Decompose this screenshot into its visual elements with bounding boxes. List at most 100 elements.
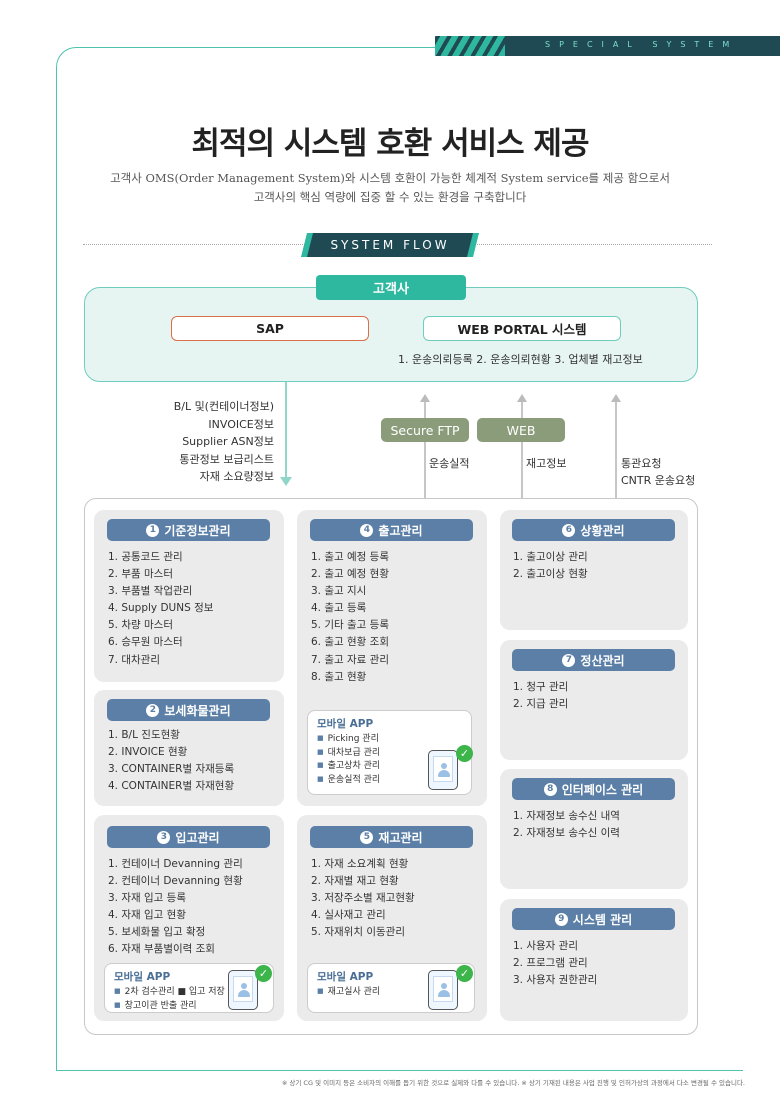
- mobile-app-item: 재고실사 관리: [317, 986, 381, 1000]
- panel-head-bonded-cargo: 2 보세화물관리: [107, 699, 270, 721]
- list-item: 1. 자재정보 송수신 내역: [513, 810, 620, 822]
- list-item: 6. 출고 현황 조회: [311, 636, 389, 649]
- number-badge: 6: [562, 523, 576, 537]
- shipping-result-label: 운송실적: [429, 457, 470, 470]
- inbound-info-item: INVOICE정보: [208, 417, 274, 431]
- panel-title: 정산관리: [580, 653, 625, 668]
- list-item: 1. 공통코드 관리: [108, 551, 183, 563]
- mobile-app-list: 재고실사 관리: [317, 986, 381, 1000]
- customs-request-line-1: 통관요청: [621, 457, 662, 470]
- list-item: 2. INVOICE 현황: [108, 746, 188, 759]
- portal-description: 1. 운송의뢰등록 2. 운송의뢰현황 3. 업체별 재고정보: [398, 353, 643, 366]
- inbound-info-list: B/L 및(컨테이너정보) INVOICE정보 Supplier ASN정보 통…: [140, 398, 274, 486]
- list-item: 2. 부품 마스터: [108, 568, 173, 581]
- divider-right: [472, 244, 712, 245]
- inbound-info-item: B/L 및(컨테이너정보): [173, 400, 274, 413]
- list-item: 1. 자재 소요계획 현황: [311, 858, 409, 870]
- list-item: 1. 출고이상 관리: [513, 551, 588, 563]
- check-icon: ✓: [255, 965, 272, 982]
- mobile-app-item: 창고이관 반출 관리: [114, 1000, 244, 1014]
- divider-left: [83, 244, 309, 245]
- list-item: 2. 자재별 재고 현황: [311, 875, 399, 888]
- frame-left-line: [56, 66, 57, 1071]
- banner-stripes: [435, 36, 505, 56]
- mobile-app-list: Picking 관리 대차보급 관리 출고상차 관리 운송실적 관리: [317, 733, 381, 787]
- number-badge: 9: [554, 912, 568, 926]
- mobile-app-item: Picking 관리: [317, 733, 380, 747]
- list-item: 4. 자재 입고 현황: [108, 909, 186, 922]
- panel-head-master-data: 1 기준정보관리: [107, 519, 270, 541]
- mobile-app-item: 출고상차 관리: [317, 760, 381, 774]
- customer-label: 고객사: [316, 275, 466, 300]
- phone-icon: [228, 970, 258, 1010]
- sap-box: SAP: [171, 316, 369, 341]
- inbound-info-item: 통관정보 보급리스트: [179, 452, 274, 466]
- phone-icon: [428, 970, 458, 1010]
- panel-list-outbound: 1. 출고 예정 등록 2. 출고 예정 현황 3. 출고 지시 4. 출고 등…: [311, 549, 389, 686]
- panel-list-master-data: 1. 공통코드 관리 2. 부품 마스터 3. 부품별 작업관리 4. Supp…: [108, 549, 213, 669]
- frame-corner: [56, 47, 76, 67]
- check-icon: ✓: [456, 965, 473, 982]
- number-badge: 5: [360, 830, 374, 844]
- customs-request-label: 통관요청 CNTR 운송요청: [621, 455, 695, 489]
- web-up-line: [521, 400, 523, 498]
- list-item: 3. 자재 입고 등록: [108, 892, 186, 905]
- list-item: 1. 컨테이너 Devanning 관리: [108, 858, 243, 870]
- list-item: 6. 자재 부품별이력 조회: [108, 943, 215, 956]
- number-badge: 3: [157, 830, 171, 844]
- mobile-app-item: 2차 검수관리 ■ 입고 저장 관리: [114, 986, 245, 1000]
- footnote: ※ 상기 CG 및 이미지 등은 소비자의 이해를 돕기 위한 것으로 실제와 …: [281, 1079, 745, 1087]
- data-flow-down-line: [285, 382, 287, 478]
- mobile-app-title: 모바일 APP: [114, 971, 171, 983]
- list-item: 3. 저장주소별 재고현황: [311, 892, 415, 905]
- frame-bottom-line: [56, 1070, 743, 1071]
- special-system-banner: SPECIAL SYSTEM: [435, 36, 780, 56]
- list-item: 3. 출고 지시: [311, 585, 367, 598]
- list-item: 3. 사용자 권한관리: [513, 974, 598, 987]
- check-icon: ✓: [456, 745, 473, 762]
- customs-request-line-2: CNTR 운송요청: [621, 474, 696, 487]
- list-item: 5. 차량 마스터: [108, 619, 173, 632]
- phone-icon: [428, 750, 458, 790]
- list-item: 6. 승무원 마스터: [108, 636, 183, 649]
- panel-title: 상황관리: [580, 523, 625, 538]
- system-flow-badge: SYSTEM FLOW: [301, 233, 479, 257]
- web-pill: WEB: [477, 418, 565, 442]
- mobile-app-list: 2차 검수관리 ■ 입고 저장 관리 창고이관 반출 관리: [114, 986, 245, 1014]
- list-item: 1. B/L 진도현황: [108, 729, 180, 741]
- list-item: 4. 실사재고 관리: [311, 909, 386, 922]
- list-item: 1. 청구 관리: [513, 681, 569, 693]
- inbound-info-item: 자재 소요량정보: [199, 470, 274, 483]
- list-item: 3. 부품별 작업관리: [108, 585, 193, 598]
- list-item: 4. 출고 등록: [311, 602, 367, 615]
- number-badge: 2: [146, 703, 160, 717]
- panel-head-settlement: 7 정산관리: [512, 649, 675, 671]
- list-item: 1. 출고 예정 등록: [311, 551, 389, 563]
- number-badge: 7: [562, 653, 576, 667]
- list-item: 1. 사용자 관리: [513, 940, 578, 952]
- list-item: 5. 보세화물 입고 확정: [108, 926, 206, 939]
- panel-list-interface: 1. 자재정보 송수신 내역 2. 자재정보 송수신 이력: [513, 808, 620, 842]
- list-item: 4. CONTAINER별 자재현황: [108, 780, 235, 793]
- panel-title: 보세화물관리: [164, 703, 231, 718]
- arrow-up-icon: [420, 394, 430, 402]
- panel-list-inventory: 1. 자재 소요계획 현황 2. 자재별 재고 현황 3. 저장주소별 재고현황…: [311, 856, 415, 941]
- list-item: 5. 자재위치 이동관리: [311, 926, 405, 939]
- number-badge: 1: [146, 523, 160, 537]
- panel-list-settlement: 1. 청구 관리 2. 지급 관리: [513, 679, 568, 713]
- list-item: 7. 대차관리: [108, 653, 160, 666]
- arrow-down-icon: [280, 477, 292, 486]
- list-item: 2. 지급 관리: [513, 698, 569, 711]
- panel-title: 기준정보관리: [164, 523, 231, 538]
- list-item: 2. 컨테이너 Devanning 현황: [108, 875, 243, 888]
- banner-text: SPECIAL SYSTEM: [545, 40, 739, 49]
- ftp-up-line: [424, 400, 426, 498]
- panel-title: 출고관리: [378, 523, 423, 538]
- list-item: 2. 출고이상 현황: [513, 568, 588, 581]
- description-line-1: 고객사 OMS(Order Management System)와 시스템 호환…: [110, 171, 670, 185]
- page-title: 최적의 시스템 호환 서비스 제공: [191, 126, 590, 162]
- mobile-app-title: 모바일 APP: [317, 971, 374, 983]
